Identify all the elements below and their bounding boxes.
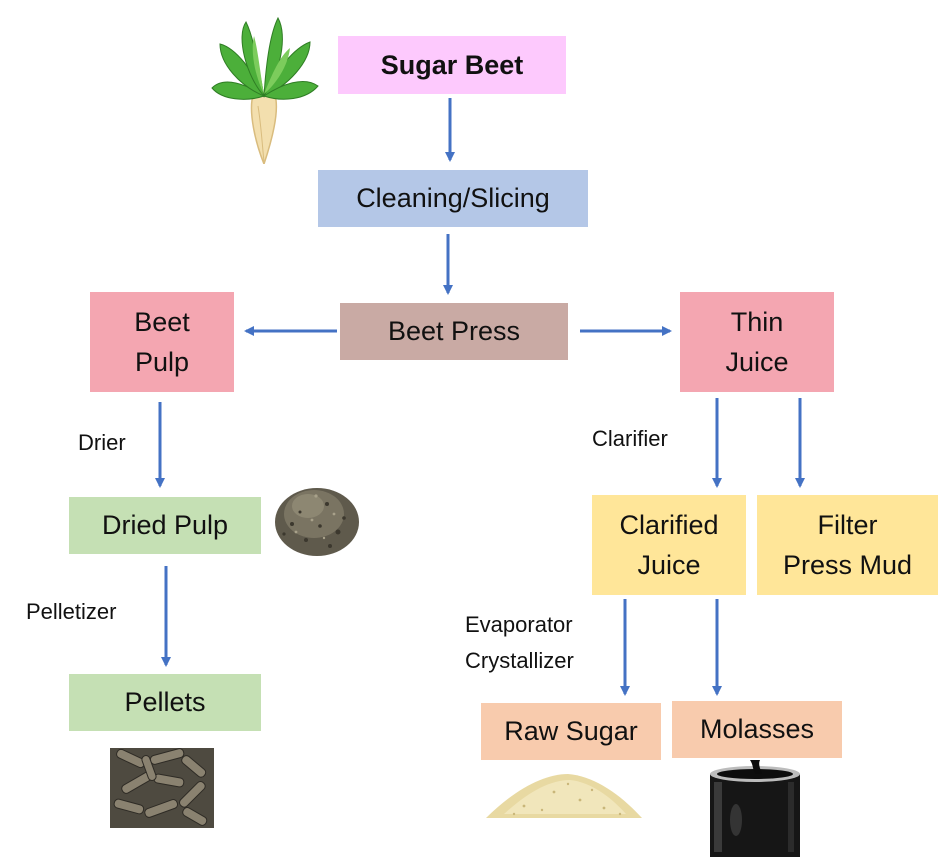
raw-sugar-pile-icon	[486, 774, 642, 818]
node-molasses: Molasses	[672, 701, 842, 758]
node-cleaning-slicing: Cleaning/Slicing	[318, 170, 588, 227]
node-filter-press-mud: Filter Press Mud	[757, 495, 938, 595]
label-drier: Drier	[78, 430, 126, 455]
sugar-beet-icon	[211, 16, 319, 164]
label-pelletizer: Pelletizer	[26, 599, 117, 624]
node-clarified-juice: Clarified Juice	[592, 495, 746, 595]
molasses-jar-icon	[710, 760, 800, 857]
node-sugar-beet: Sugar Beet	[338, 36, 566, 94]
label-clarifier: Clarifier	[592, 426, 668, 451]
dried-pulp-pile-icon	[275, 488, 359, 556]
node-raw-sugar: Raw Sugar	[481, 703, 661, 760]
node-dried-pulp: Dried Pulp	[69, 497, 261, 554]
node-beet-press: Beet Press	[340, 303, 568, 360]
node-pellets: Pellets	[69, 674, 261, 731]
label-evaporator-crystallizer: Evaporator Crystallizer	[465, 612, 574, 674]
pellets-icon	[110, 748, 214, 828]
node-beet-pulp: Beet Pulp	[90, 292, 234, 392]
node-thin-juice: Thin Juice	[680, 292, 834, 392]
